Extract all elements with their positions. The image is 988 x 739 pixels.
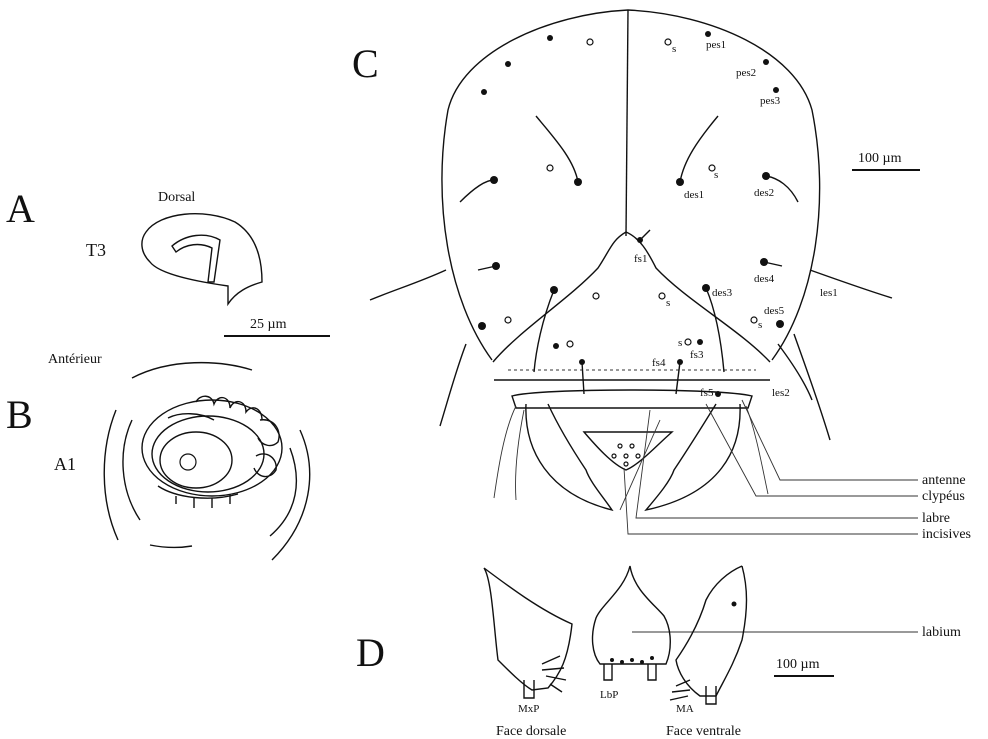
seta-s-5: s xyxy=(678,337,682,349)
labrum-pores xyxy=(612,444,640,466)
panel-a-segment-label: T3 xyxy=(86,240,106,260)
seta-des2: des2 xyxy=(754,187,774,199)
epicranial-suture xyxy=(626,10,628,236)
right-maxilla xyxy=(676,566,747,696)
seta-s-1: s xyxy=(672,43,676,55)
callout-labre: labre xyxy=(922,511,950,526)
seta-pes2: pes2 xyxy=(736,67,756,79)
seta-les1: les1 xyxy=(820,287,838,299)
right-mandible xyxy=(646,404,740,510)
scale-bar-d-label: 100 µm xyxy=(776,657,820,672)
seta-fs5: fs5 xyxy=(700,387,714,399)
right-maxillary-palp xyxy=(706,686,716,704)
seta-pes1: pes1 xyxy=(706,39,726,51)
a1-spiracle xyxy=(104,363,309,560)
label-face-dorsale: Face dorsale xyxy=(496,724,566,739)
panel-b-segment-label: A1 xyxy=(54,454,76,474)
callout-antenne: antenne xyxy=(922,473,966,488)
left-mandible xyxy=(526,404,612,510)
seta-s-3: s xyxy=(666,297,670,309)
seta-fs1: fs1 xyxy=(634,253,647,265)
seta-des4: des4 xyxy=(754,273,775,285)
callout-incisives: incisives xyxy=(922,527,971,542)
left-maxilla-spines xyxy=(542,656,566,692)
label-lbp: LbP xyxy=(600,689,618,701)
seta-des1: des1 xyxy=(684,189,704,201)
label-face-ventrale: Face ventrale xyxy=(666,724,741,739)
callout-clypeus: clypéus xyxy=(922,489,965,504)
seta-s-2: s xyxy=(714,169,718,181)
panel-a-dorsal-label: Dorsal xyxy=(158,190,195,205)
seta-pes3: pes3 xyxy=(760,95,781,107)
left-antenna-lines xyxy=(494,406,524,500)
scale-bar-ab-label: 25 µm xyxy=(250,317,287,332)
head-capsule-outline xyxy=(442,10,820,360)
left-maxilla xyxy=(484,568,572,690)
t3-spiracle-slit xyxy=(172,235,220,282)
seta-des3: des3 xyxy=(712,287,733,299)
panel-b-anterior-label: Antérieur xyxy=(48,352,102,367)
panel-c-letter: C xyxy=(352,41,379,86)
left-maxillary-palp xyxy=(524,680,534,698)
callout-labium: labium xyxy=(922,625,961,640)
seta-fs4: fs4 xyxy=(652,357,666,369)
scale-bar-c-label: 100 µm xyxy=(858,151,902,166)
right-lateral-seta-les2 xyxy=(794,334,830,440)
panel-d-letter: D xyxy=(356,630,385,675)
right-maxilla-seta xyxy=(732,602,737,607)
labial-palps xyxy=(604,664,656,680)
seta-les2: les2 xyxy=(772,387,790,399)
left-lateral-seta-les1 xyxy=(370,270,446,300)
labium-outline xyxy=(593,566,671,664)
label-ma: MA xyxy=(676,703,694,715)
panel-a-letter: A xyxy=(6,186,35,231)
left-lateral-seta-les2 xyxy=(440,344,466,426)
callout-lines xyxy=(620,400,918,632)
label-mxp: MxP xyxy=(518,703,539,715)
panel-b-letter: B xyxy=(6,392,33,437)
seta-s-4: s xyxy=(758,319,762,331)
seta-fs3: fs3 xyxy=(690,349,704,361)
right-antenna-lines xyxy=(746,406,768,494)
t3-spiracle-outline xyxy=(142,214,262,304)
seta-des5: des5 xyxy=(764,305,785,317)
labium-setae xyxy=(610,656,654,664)
